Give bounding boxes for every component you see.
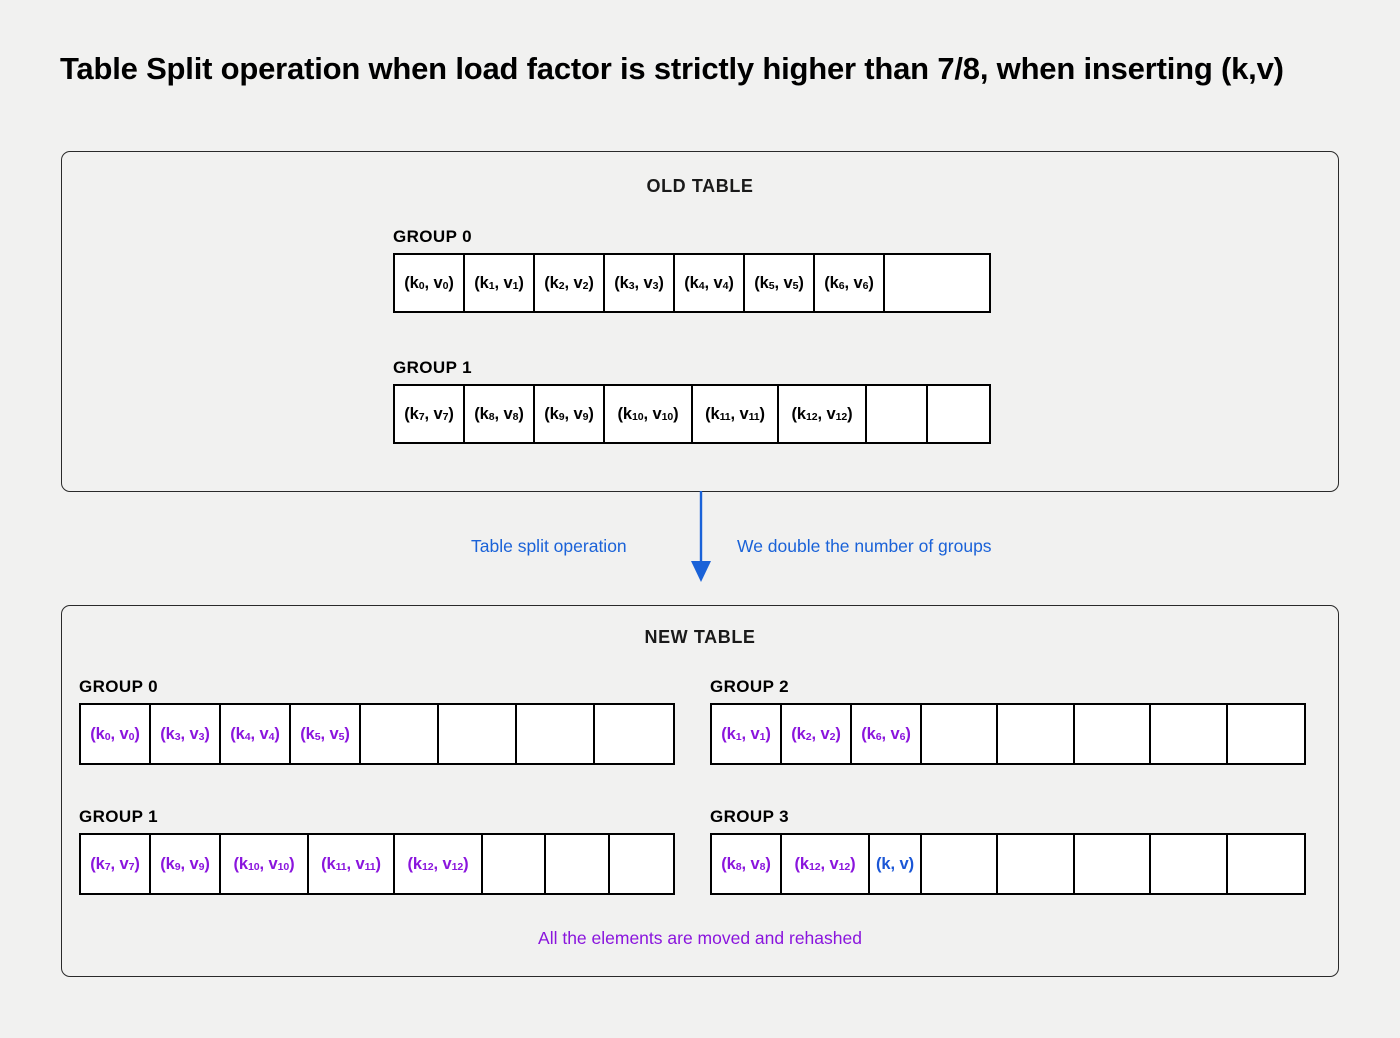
empty-slot [546, 835, 610, 893]
new-table-footnote: All the elements are moved and rehashed [538, 928, 862, 948]
empty-slot [867, 386, 929, 442]
empty-slot [1227, 835, 1305, 893]
empty-slot [483, 835, 547, 893]
group-label: GROUP 1 [79, 807, 159, 826]
double-groups-label: We double the number of groups [737, 536, 992, 556]
split-operation-label: Table split operation [471, 536, 627, 556]
empty-slot [361, 705, 440, 763]
empty-slot [885, 255, 990, 311]
group-label: GROUP 2 [710, 677, 790, 696]
empty-slot [922, 835, 999, 893]
empty-slot [998, 705, 1075, 763]
empty-slot [922, 705, 999, 763]
empty-slot [1151, 835, 1228, 893]
empty-slot [439, 705, 518, 763]
new-table-heading: NEW TABLE [644, 627, 756, 647]
down-arrow-icon [691, 491, 711, 582]
empty-slot [928, 386, 990, 442]
group-label: GROUP 0 [79, 677, 159, 696]
empty-slot [1074, 705, 1152, 763]
group-label: GROUP 3 [710, 807, 790, 826]
empty-slot [517, 705, 596, 763]
empty-slot [609, 835, 674, 893]
group-label: GROUP 0 [393, 227, 473, 246]
group-label: GROUP 1 [393, 358, 473, 377]
new-table-panel: NEW TABLE [61, 605, 1339, 977]
empty-slot [1074, 835, 1152, 893]
page-title: Table Split operation when load factor i… [60, 51, 1284, 86]
empty-slot [595, 705, 674, 763]
empty-slot [1151, 705, 1228, 763]
filled-slot: (k, v) [870, 835, 922, 893]
old-table-heading: OLD TABLE [646, 176, 754, 196]
empty-slot [998, 835, 1075, 893]
empty-slot [1227, 705, 1305, 763]
